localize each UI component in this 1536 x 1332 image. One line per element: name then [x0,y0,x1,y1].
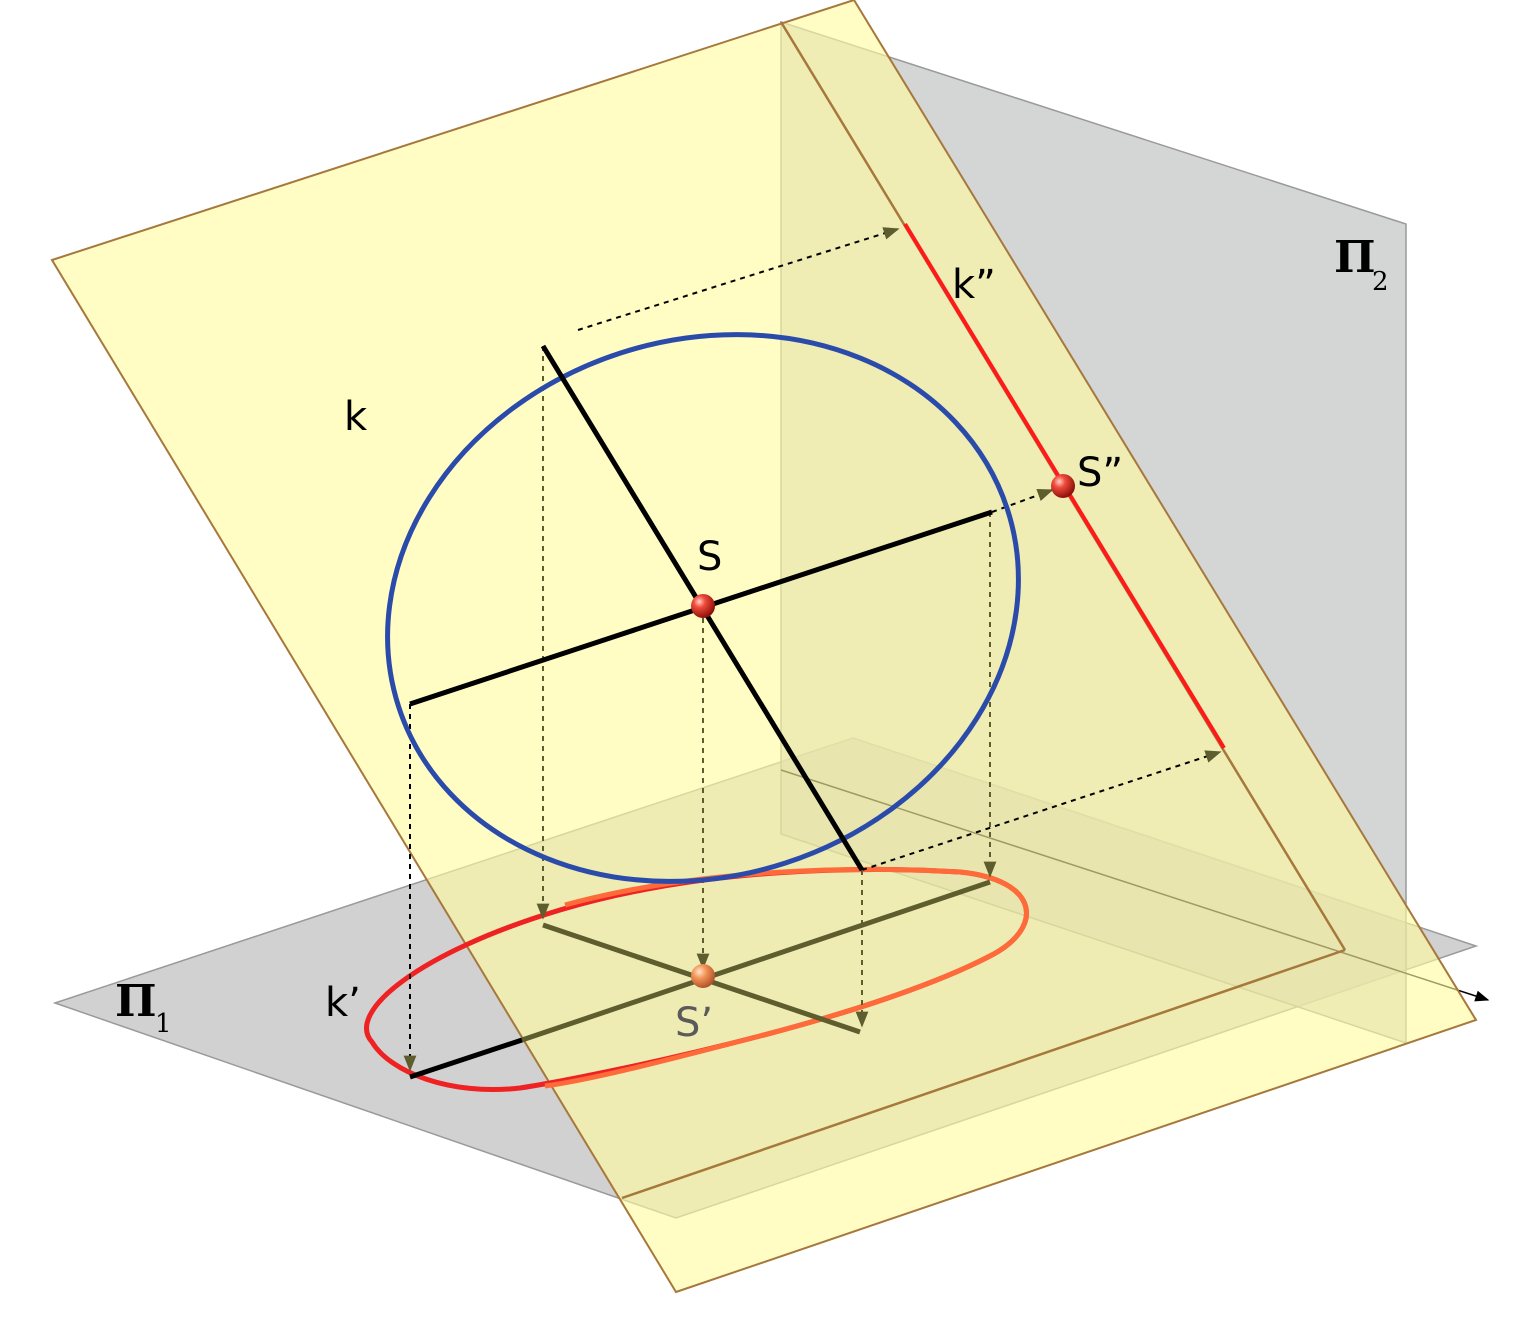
label-s: S [697,534,722,580]
label-pi2-index: 2 [1372,267,1389,297]
label-k-double-prime: k” [952,262,996,308]
projectors-to-pi2 [577,227,1222,871]
horizontal-trace [621,948,1346,1200]
label-k-prime: k’ [325,980,361,1026]
label-s-double-prime: S” [1077,450,1123,496]
label-pi2: Π [1334,232,1376,283]
label-s-prime: S’ [675,1000,713,1046]
point-s [691,594,715,618]
diameter-projection-2 [521,879,991,1043]
circle-k [385,332,1021,884]
label-pi1: Π [115,976,157,1027]
point-s-frontal-projection [1051,474,1075,498]
horizontal-projection-k1 [364,866,1029,1093]
label-k: k [344,394,368,440]
diameter-projection-front-segment [409,1037,523,1080]
label-pi1-index: 1 [155,1009,172,1039]
point-s-horizontal-projection [691,964,715,988]
inclined-plane [50,0,1478,1294]
